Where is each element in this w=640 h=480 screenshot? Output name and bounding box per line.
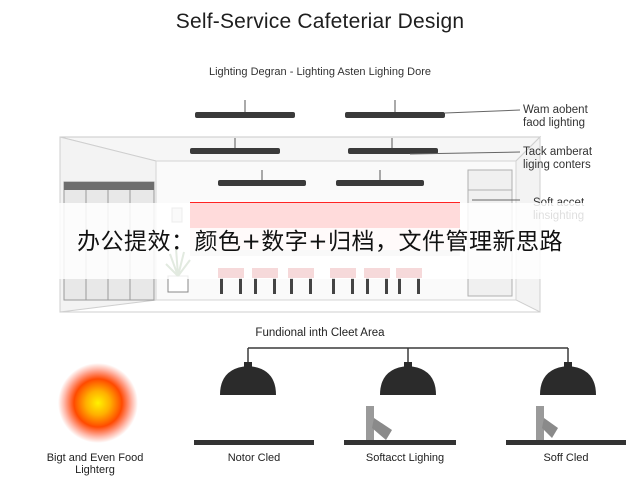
pendant-lamp xyxy=(220,362,276,395)
food-glow-lamp xyxy=(58,363,138,443)
pendant-lamp xyxy=(380,362,436,395)
caption-pendant-1: Notor Cled xyxy=(227,452,281,464)
ceiling-light-fixtures xyxy=(190,100,445,186)
callout-line: Wam aobent xyxy=(523,104,588,116)
callout-line: faod lighting xyxy=(523,117,586,129)
callout-task-ambient: Tack amberat liging conters xyxy=(523,146,592,172)
sconce xyxy=(366,406,392,440)
counter-bases xyxy=(194,440,626,445)
pendant-lamp xyxy=(540,362,596,395)
caption-pendant-3: Soff Cled xyxy=(543,452,589,464)
caption-line: Lighterg xyxy=(75,464,115,476)
sconce xyxy=(536,406,558,440)
callout-line: liging conters xyxy=(523,159,591,171)
pendant-lamp-array xyxy=(220,347,596,395)
callout-line: Tack amberat xyxy=(523,146,593,158)
overlay-banner xyxy=(0,203,640,279)
section-title: Fundional inth Cleet Area xyxy=(255,327,385,339)
page-title: Self-Service Cafeteriar Design xyxy=(175,10,465,33)
callout-warm-ambient: Wam aobent faod lighting xyxy=(523,104,588,130)
callout-leaders xyxy=(409,109,521,201)
caption-glow: Bigt and Even Food Lighterg xyxy=(20,452,170,476)
caption-line: Bigt and Even Food xyxy=(46,452,144,464)
diagram-subtitle: Lighting Degran - Lighting Asten Lighing… xyxy=(209,66,431,78)
wall-sconces xyxy=(366,406,558,440)
overlay-banner-text: 办公提效：颜色+数字+归档，文件管理新思路 xyxy=(76,229,564,255)
caption-pendant-2: Softacct Lighing xyxy=(365,452,445,464)
